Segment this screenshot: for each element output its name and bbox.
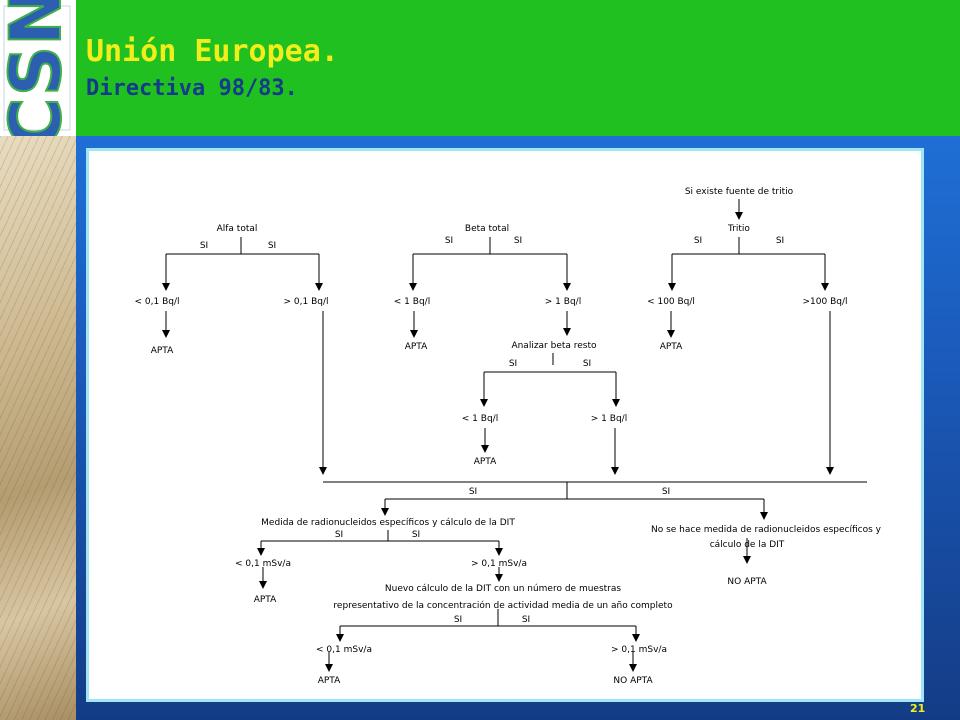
alfa-si-left: SI <box>200 241 208 251</box>
tritio-high-label: >100 Bq/l <box>803 297 848 307</box>
tritio-si-left: SI <box>694 236 702 246</box>
tritio-apta-label: APTA <box>660 342 683 352</box>
beta-resto-si-left: SI <box>509 359 517 369</box>
tritio-si-right: SI <box>776 236 784 246</box>
flowchart: Si existe fuente de tritio Alfa total SI… <box>135 187 882 686</box>
final-si-left: SI <box>454 615 462 625</box>
nuevo-calculo-line1: Nuevo cálculo de la DIT con un número de… <box>385 584 622 594</box>
merge-si-right: SI <box>662 487 670 497</box>
final-no-apta-label: NO APTA <box>613 676 653 686</box>
tritio-low-label: < 100 Bq/l <box>647 297 695 307</box>
final-high-label: > 0,1 mSv/a <box>611 645 667 655</box>
decorative-paper-texture <box>0 136 76 720</box>
header-bar <box>0 0 960 136</box>
page-number: 21 <box>910 702 926 715</box>
nuevo-calculo-line2: representativo de la concentración de ac… <box>333 600 673 611</box>
analizar-beta-label: Analizar beta resto <box>511 341 597 351</box>
alfa-apta-label: APTA <box>151 346 174 356</box>
beta-resto-low-label: < 1 Bq/l <box>462 414 498 424</box>
alfa-si-right: SI <box>268 241 276 251</box>
alfa-low-label: < 0,1 Bq/l <box>135 297 180 307</box>
beta-resto-apta-label: APTA <box>474 457 497 467</box>
beta-title: Beta total <box>465 224 509 234</box>
beta-low-label: < 1 Bq/l <box>394 297 430 307</box>
diagram-panel: Si existe fuente de tritio Alfa total SI… <box>86 148 924 702</box>
beta-si-left: SI <box>445 236 453 246</box>
dit-high-label: > 0,1 mSv/a <box>471 559 527 569</box>
dit-si-left: SI <box>335 530 343 540</box>
beta-si-right: SI <box>514 236 522 246</box>
medida-dit-label: Medida de radionucleidos específicos y c… <box>261 518 515 528</box>
dit-apta-label: APTA <box>254 595 277 605</box>
beta-resto-high-label: > 1 Bq/l <box>591 414 627 424</box>
tritio-title: Tritio <box>727 224 750 234</box>
alfa-high-label: > 0,1 Bq/l <box>284 297 329 307</box>
logo-text: CSN <box>0 0 76 136</box>
tritio-condition-label: Si existe fuente de tritio <box>685 187 794 197</box>
alfa-title: Alfa total <box>217 224 258 234</box>
dit-low-label: < 0,1 mSv/a <box>235 559 291 569</box>
final-apta-label: APTA <box>318 676 341 686</box>
beta-high-label: > 1 Bq/l <box>545 297 581 307</box>
slide-subtitle: Directiva 98/83. <box>86 76 298 101</box>
csn-logo-graphic: CSN <box>0 0 78 150</box>
final-si-right: SI <box>522 615 530 625</box>
csn-logo: CSN <box>0 0 78 150</box>
decorative-paper <box>0 136 76 720</box>
no-medida-label-line2: cálculo de la DIT <box>710 540 785 550</box>
no-medida-label-line1: No se hace medida de radionucleidos espe… <box>651 525 882 535</box>
beta-apta-label: APTA <box>405 342 428 352</box>
final-low-label: < 0,1 mSv/a <box>316 645 372 655</box>
slide-title: Unión Europea. <box>86 34 339 69</box>
no-medida-no-apta-label: NO APTA <box>727 577 767 587</box>
merge-si-left: SI <box>469 487 477 497</box>
beta-resto-si-right: SI <box>583 359 591 369</box>
dit-si-right: SI <box>412 530 420 540</box>
